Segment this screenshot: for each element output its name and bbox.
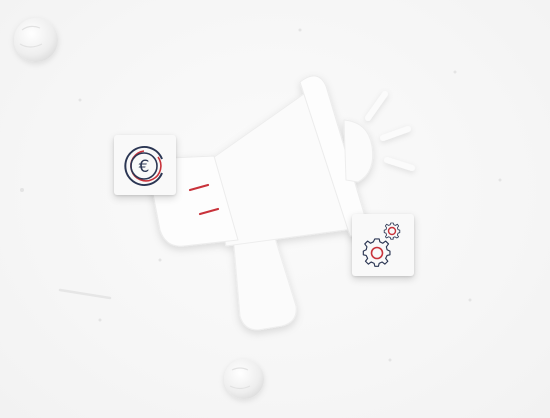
moon-top-left-icon bbox=[14, 18, 58, 62]
gears-icon bbox=[362, 222, 401, 267]
sound-waves-icon bbox=[365, 91, 415, 171]
background-specks bbox=[20, 28, 502, 362]
euro-glyph: € bbox=[139, 157, 150, 177]
megaphone-accent-lines bbox=[188, 183, 220, 216]
megaphone-icon bbox=[149, 75, 374, 331]
gears-badge bbox=[352, 214, 414, 276]
moon-bottom-icon bbox=[224, 359, 264, 399]
euro-badge: € bbox=[114, 135, 176, 195]
euro-coin-icon: € bbox=[124, 146, 163, 186]
shooting-star-icon bbox=[58, 288, 112, 300]
